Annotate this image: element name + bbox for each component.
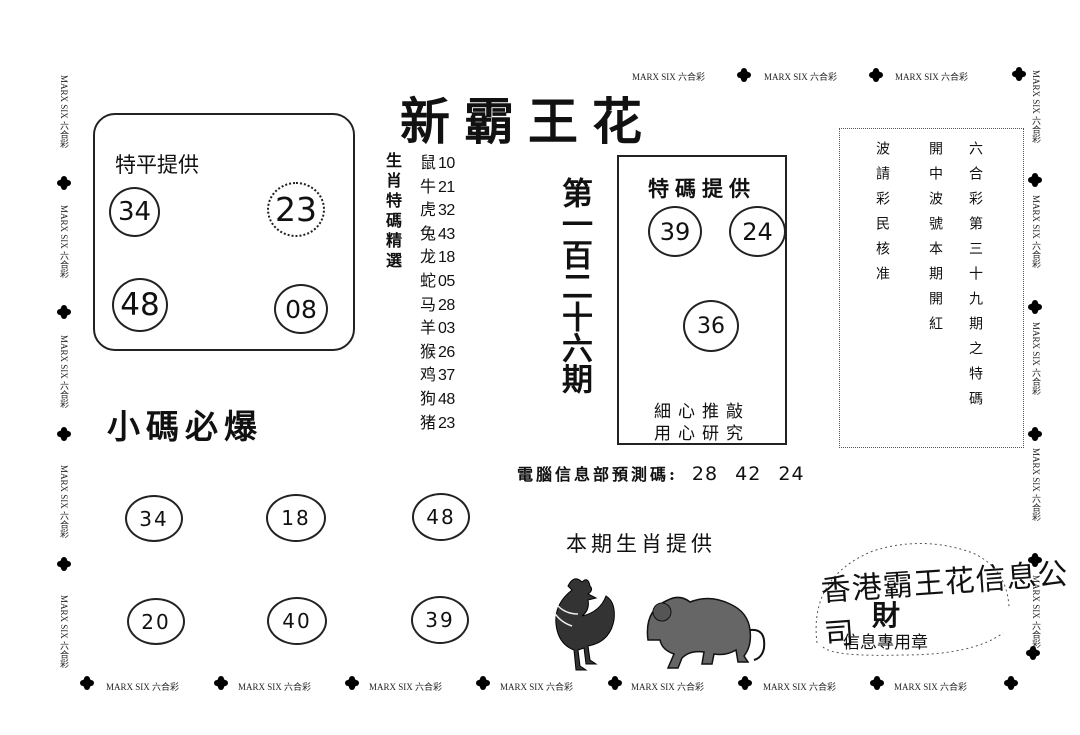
border-text-right-2: MARX SIX 六合彩 <box>1031 195 1041 269</box>
border-text-right-1: MARX SIX 六合彩 <box>1031 70 1041 144</box>
flower-icon <box>1028 553 1042 567</box>
notice-column: 波請彩民核准 <box>874 141 890 291</box>
border-text-bottom-6: MARX SIX 六合彩 <box>763 682 837 692</box>
border-text-right-4: MARX SIX 六合彩 <box>1031 448 1041 522</box>
border-text-bottom-7: MARX SIX 六合彩 <box>894 682 968 692</box>
border-text-bottom-1: MARX SIX 六合彩 <box>106 682 180 692</box>
special-number-label: 特碼提供 <box>648 176 756 201</box>
small-code-circle: 34 <box>125 495 183 542</box>
page-title: 新霸王花 <box>400 92 656 151</box>
issue-number: 第一百二十六期 <box>556 177 592 394</box>
flower-icon <box>738 676 752 690</box>
flower-icon <box>1028 300 1042 314</box>
prediction-label: 電腦信息部預測碼: <box>517 465 678 484</box>
border-text-right-5: MARX SIX 六合彩 <box>1031 575 1041 649</box>
border-text-left-5: MARX SIX 六合彩 <box>59 595 69 669</box>
flat-number-circle: 48 <box>112 278 168 332</box>
notice-column: 開中波號本期開紅 <box>927 141 943 341</box>
flower-icon <box>345 676 359 690</box>
border-text-left-4: MARX SIX 六合彩 <box>59 465 69 539</box>
special-flat-box: 特平提供 <box>93 113 355 351</box>
special-footer-line2: 用心研究 <box>654 424 750 444</box>
border-text-bottom-2: MARX SIX 六合彩 <box>238 682 312 692</box>
border-text-left-3: MARX SIX 六合彩 <box>59 335 69 409</box>
zodiac-provided-label: 本期生肖提供 <box>566 532 716 556</box>
flower-icon <box>1026 646 1040 660</box>
border-text-left-1: MARX SIX 六合彩 <box>59 75 69 149</box>
border-text-top-3: MARX SIX 六合彩 <box>895 72 969 82</box>
small-code-circle: 39 <box>411 596 469 644</box>
flat-number-circle: 08 <box>274 284 328 334</box>
special-number-circle: 36 <box>683 300 739 352</box>
flower-icon <box>1028 173 1042 187</box>
border-text-top-2: MARX SIX 六合彩 <box>764 72 838 82</box>
flower-icon <box>57 557 71 571</box>
zodiac-vertical-label: 生肖特碼精選 <box>383 152 402 272</box>
flower-icon <box>608 676 622 690</box>
small-codes-title: 小碼必爆 <box>107 407 263 446</box>
border-text-left-2: MARX SIX 六合彩 <box>59 205 69 279</box>
notice-column: 六合彩第三十九期之特碼 <box>967 141 983 416</box>
flower-icon <box>57 305 71 319</box>
flower-icon <box>1012 67 1026 81</box>
seal-center-text: 財 <box>872 599 901 632</box>
border-text-bottom-5: MARX SIX 六合彩 <box>631 682 705 692</box>
special-number-box: 特碼提供 細心推敲 用心研究 <box>617 155 787 445</box>
special-number-circle: 39 <box>648 206 702 257</box>
small-code-circle: 18 <box>266 494 326 542</box>
border-text-bottom-3: MARX SIX 六合彩 <box>369 682 443 692</box>
flower-icon <box>57 427 71 441</box>
flat-number-circle: 34 <box>109 187 160 237</box>
border-text-top-1: MARX SIX 六合彩 <box>632 72 706 82</box>
flower-icon <box>476 676 490 690</box>
flat-number-circle: 23 <box>267 182 325 237</box>
flower-icon <box>869 68 883 82</box>
flower-icon <box>57 176 71 190</box>
monkey-illustration <box>646 596 766 669</box>
prediction-line: 電腦信息部預測碼: 28 42 24 <box>517 461 805 485</box>
special-number-circle: 24 <box>729 206 786 257</box>
prediction-numbers: 28 42 24 <box>691 463 805 485</box>
flower-icon <box>737 68 751 82</box>
small-code-circle: 48 <box>412 493 470 541</box>
company-seal <box>815 542 1010 656</box>
special-flat-label: 特平提供 <box>115 153 199 177</box>
flower-icon <box>214 676 228 690</box>
flower-icon <box>1028 427 1042 441</box>
rooster-illustration <box>553 578 615 671</box>
small-code-circle: 20 <box>127 598 185 645</box>
flower-icon <box>870 676 884 690</box>
seal-bottom-text: 信息專用章 <box>843 633 928 653</box>
border-text-bottom-4: MARX SIX 六合彩 <box>500 682 574 692</box>
notice-box: 六合彩第三十九期之特碼 開中波號本期開紅 波請彩民核准 <box>839 128 1024 448</box>
flower-icon <box>1004 676 1018 690</box>
border-text-right-3: MARX SIX 六合彩 <box>1031 322 1041 396</box>
flower-icon <box>80 676 94 690</box>
small-code-circle: 40 <box>267 597 327 645</box>
special-footer-line1: 細心推敲 <box>654 402 750 422</box>
